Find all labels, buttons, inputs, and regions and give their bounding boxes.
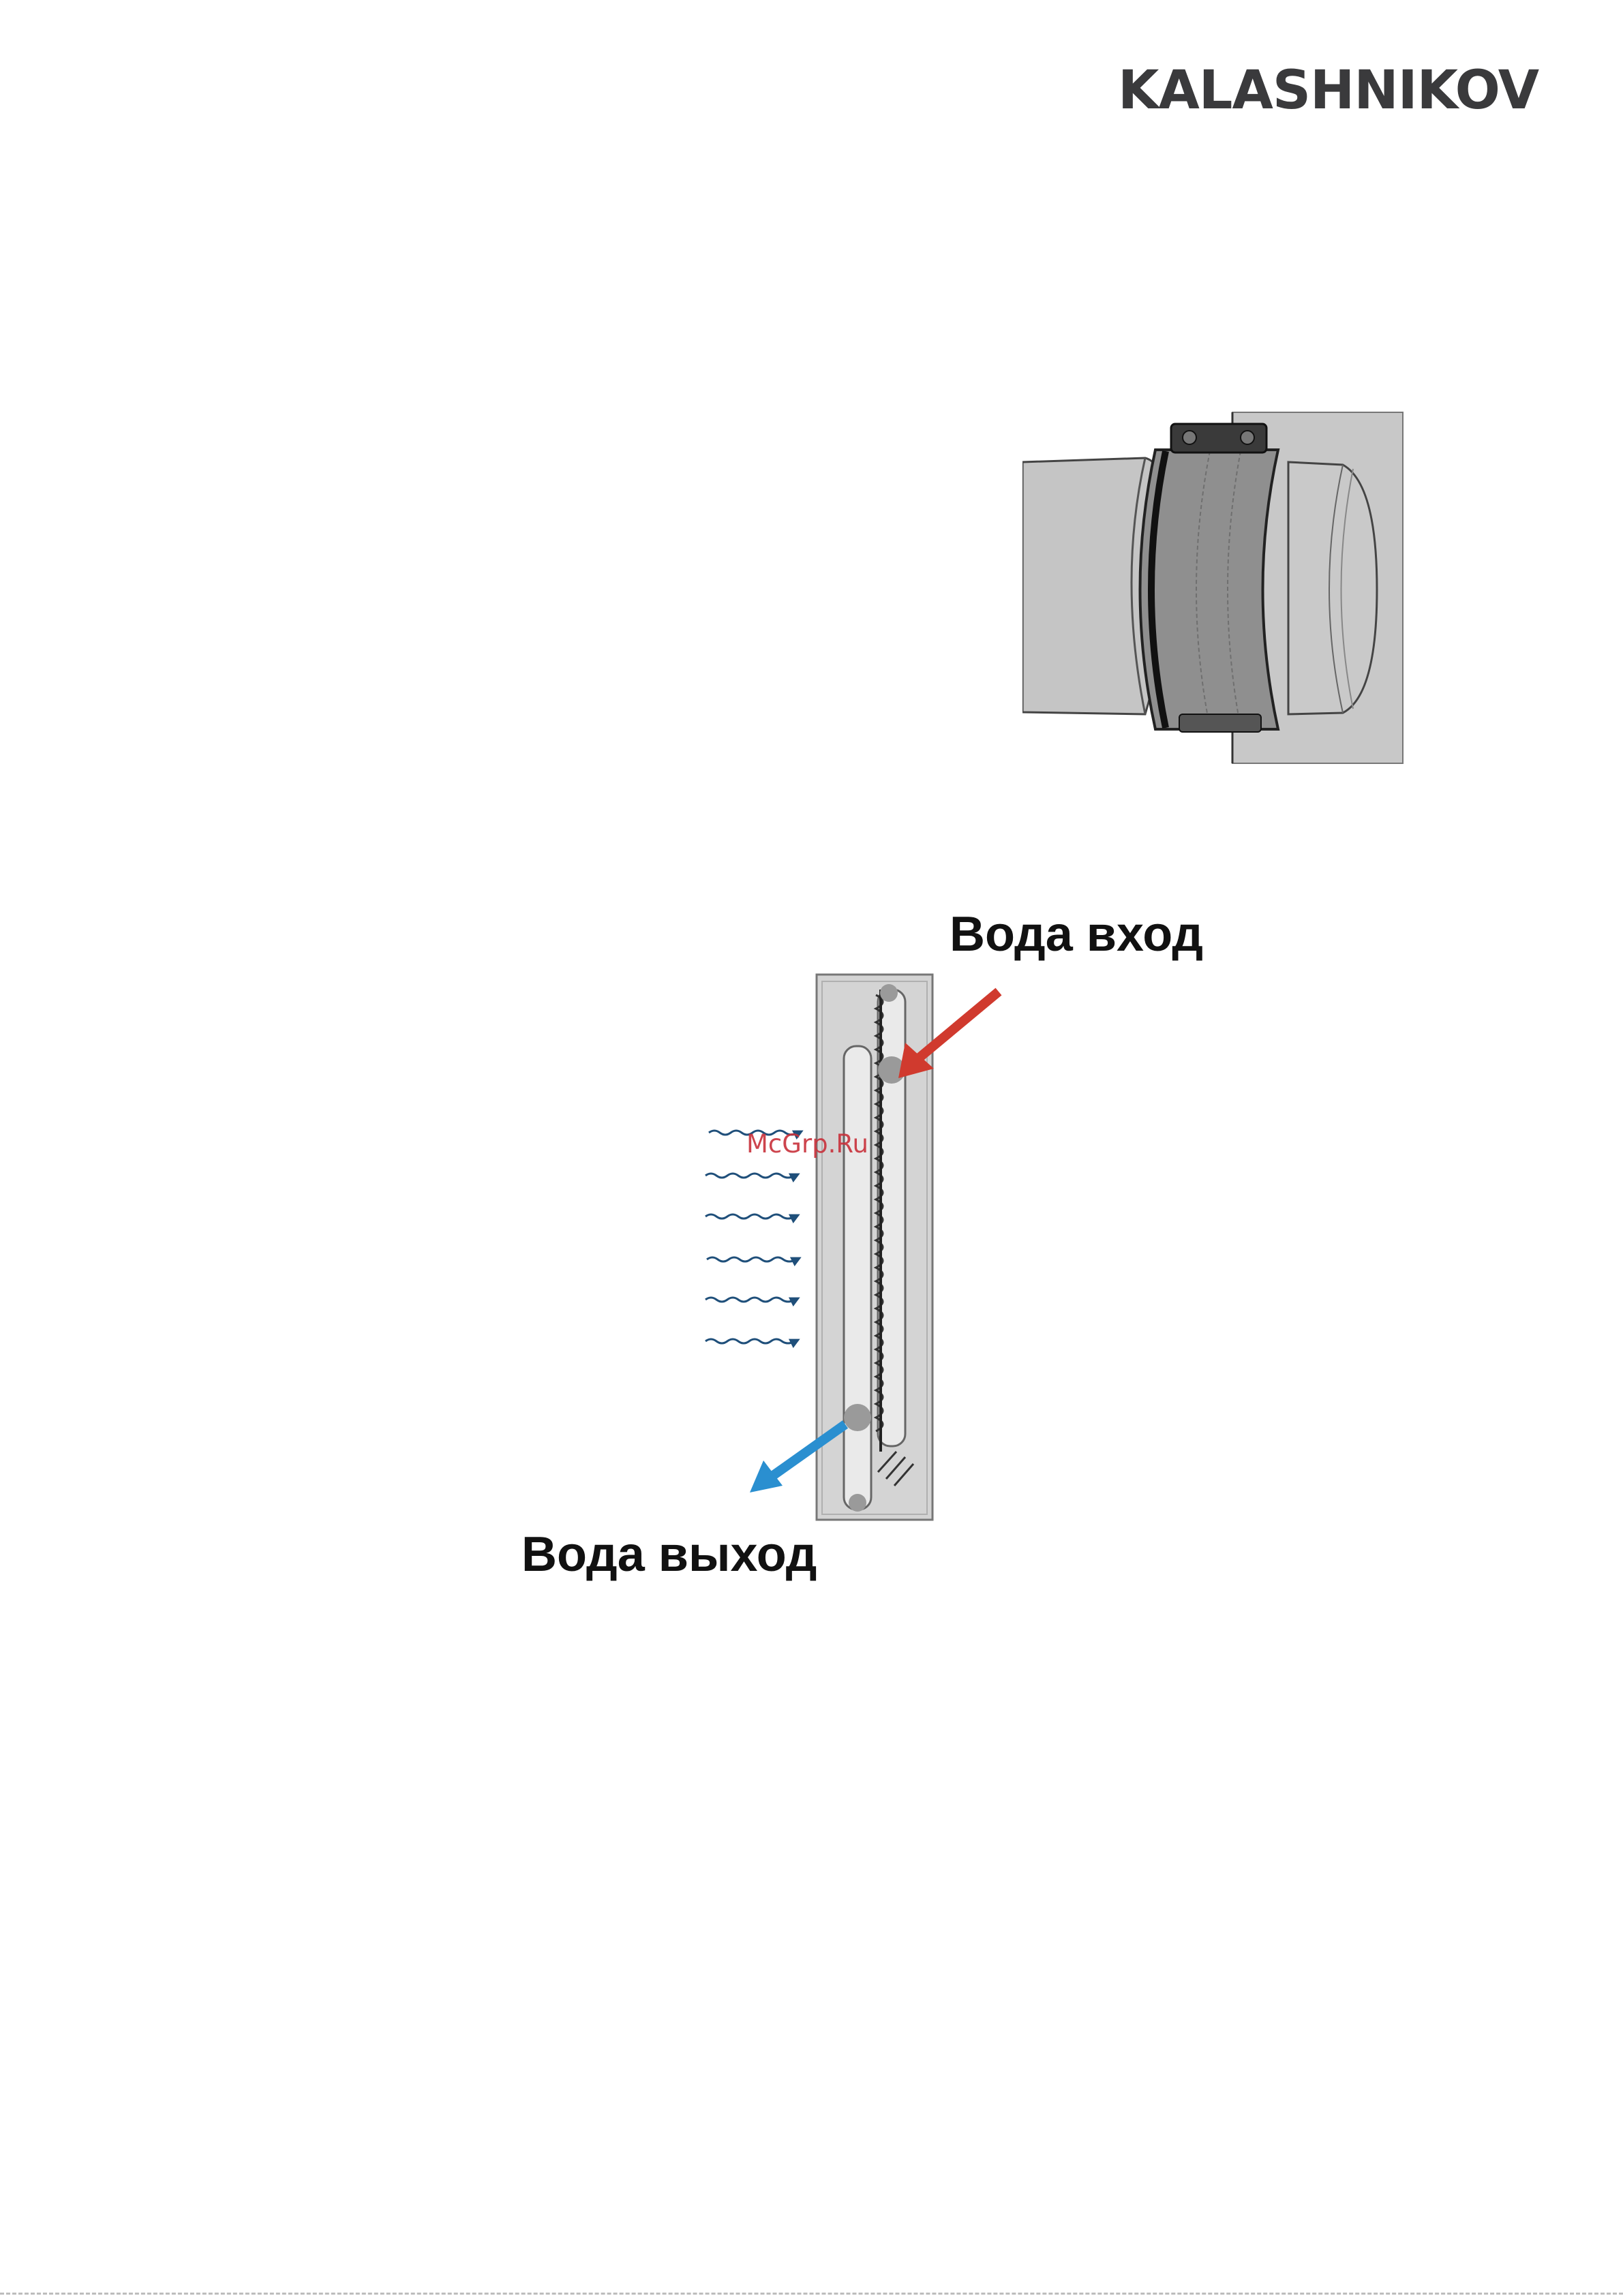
watermark: McGrp.Ru xyxy=(746,1129,868,1159)
brand-logo: KALASHNIKOV xyxy=(1118,60,1538,121)
water-outlet-label: Вода выход xyxy=(521,1527,817,1582)
water-inlet-label: Вода вход xyxy=(950,906,1203,962)
heat-exchanger-diagram xyxy=(504,886,1234,1595)
duct-clamp-illustration xyxy=(1022,409,1404,767)
airflow-arrows-icon xyxy=(706,1131,799,1343)
page-bottom-divider xyxy=(0,2293,1623,2295)
